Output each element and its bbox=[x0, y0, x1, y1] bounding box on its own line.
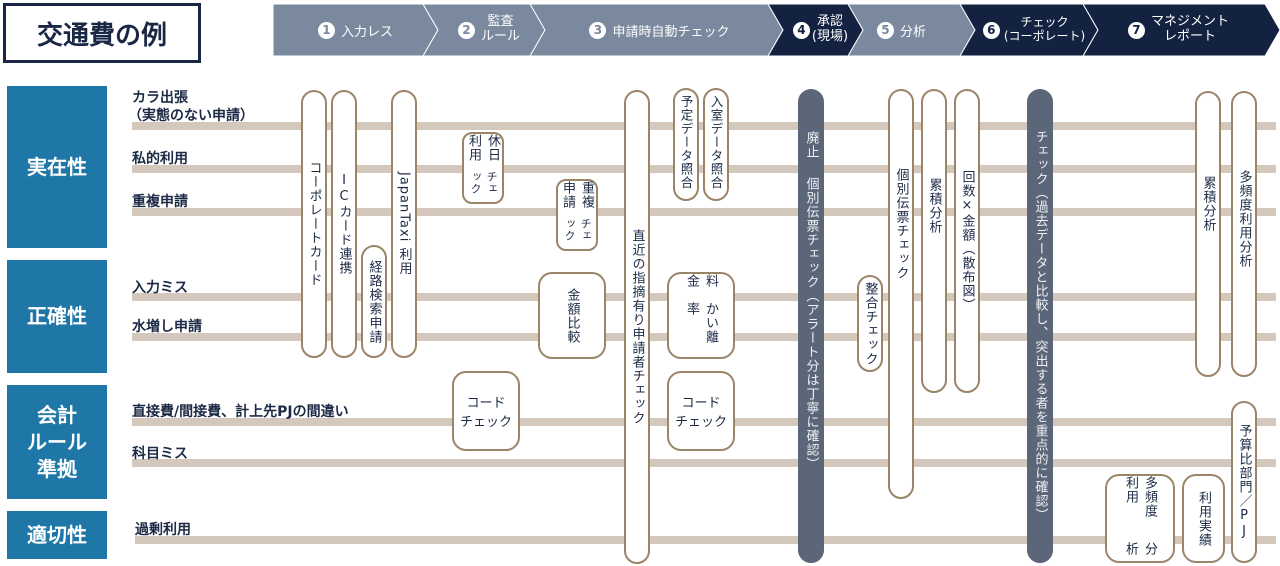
abolish-individual-check-control: 廃止 個別伝票チェック（アラート分は丁寧に確認） bbox=[798, 89, 824, 563]
control-text: かい離率 bbox=[684, 301, 718, 344]
entry-data-match-control: 入室データ照合 bbox=[703, 88, 729, 201]
consistency-check-control: 整合チェック bbox=[857, 275, 883, 372]
category-line: 会計 bbox=[37, 402, 77, 427]
recent-flagged-check-control: 直近の指摘有り申請者チェック bbox=[624, 90, 650, 564]
individual-slip-check-control: 個別伝票チェック bbox=[888, 89, 914, 499]
corporate-card-control: コーポレートカード bbox=[301, 90, 327, 358]
japantaxi-control: JapanTaxi 利用 bbox=[391, 90, 417, 358]
cumulative-analysis-control-1: 累積分析 bbox=[921, 89, 947, 393]
step-1: 1 入力レス bbox=[273, 4, 438, 56]
control-text: 分析 bbox=[1123, 542, 1157, 557]
step-number-icon: 5 bbox=[876, 21, 894, 39]
control-text: チェック bbox=[563, 217, 592, 242]
step-label-bottom: レポート bbox=[1163, 29, 1216, 44]
step-label-bottom: (コーポレート) bbox=[1003, 29, 1086, 43]
row-line bbox=[132, 459, 1276, 467]
control-text: チェック bbox=[469, 170, 498, 195]
duplicate-check-control: 重複申請 チェック bbox=[556, 179, 598, 251]
step-3: 3 申請時自動チェック bbox=[530, 4, 783, 56]
count-amount-scatter-control: 回数×金額（散布図） bbox=[954, 89, 980, 393]
step-4: 4 承認(現場) bbox=[768, 4, 863, 56]
category-line: 準拠 bbox=[37, 456, 77, 481]
category-accuracy: 正確性 bbox=[7, 260, 107, 373]
control-text: 廃止 bbox=[803, 131, 819, 159]
row-label-cost-allocation: 直接費/間接費、計上先PJの間違い bbox=[132, 404, 349, 420]
control-text: コード bbox=[681, 396, 721, 411]
frequent-use-analysis-control: 多頻度利用分析 bbox=[1231, 91, 1257, 377]
code-check-control-2: コード チェック bbox=[667, 371, 735, 451]
row-label-ghost-trip: カラ出張 （実態のない申請） bbox=[128, 90, 254, 125]
row-label-private-use: 私的利用 bbox=[132, 151, 188, 167]
holiday-use-check-control: 休日利用 チェック bbox=[462, 132, 504, 204]
control-text: 多頻度利用 bbox=[1123, 476, 1157, 518]
amount-compare-control: 金額比較 bbox=[538, 272, 606, 359]
row-line bbox=[135, 536, 1276, 544]
step-label-top: チェック bbox=[1020, 15, 1069, 30]
step-6: 6 チェック(コーポレート) bbox=[960, 4, 1098, 56]
frequent-use-analysis-control-2: 多頻度利用 分析 bbox=[1105, 474, 1175, 563]
budget-comparison-control: 予算比部門／PJ bbox=[1231, 401, 1257, 563]
step-number-icon: 4 bbox=[792, 21, 810, 39]
step-number-icon: 7 bbox=[1127, 21, 1145, 39]
cumulative-analysis-control-2: 累積分析 bbox=[1195, 91, 1221, 377]
row-label-inflated: 水増し申請 bbox=[132, 319, 202, 335]
step-label-bottom: ルール bbox=[480, 29, 520, 44]
route-search-control: 経路検索申請 bbox=[361, 245, 387, 358]
row-label-sub: （実態のない申請） bbox=[128, 107, 254, 124]
step-2: 2 監査ルール bbox=[423, 4, 545, 56]
fare-deviation-control: 料金 かい離率 bbox=[667, 272, 735, 359]
ic-card-control: ICカード連携 bbox=[331, 90, 357, 358]
category-accounting-rule: 会計 ルール 準拠 bbox=[7, 385, 107, 499]
step-label: 入力レス bbox=[340, 24, 393, 40]
step-number-icon: 2 bbox=[457, 21, 475, 39]
schedule-data-match-control: 予定データ照合 bbox=[673, 88, 699, 201]
page-title: 交通費の例 bbox=[3, 3, 201, 63]
code-check-control-1: コード チェック bbox=[452, 371, 520, 451]
row-line bbox=[132, 208, 1276, 216]
category-existence: 実在性 bbox=[7, 86, 107, 248]
step-label-top: 承認 bbox=[816, 14, 843, 30]
step-label: 申請時自動チェック bbox=[612, 24, 730, 40]
row-label-account-error: 科目ミス bbox=[132, 446, 188, 462]
control-text: 重複申請 bbox=[560, 181, 594, 209]
row-label-excessive-use: 過剰利用 bbox=[135, 522, 191, 538]
row-label-input-error: 入力ミス bbox=[132, 280, 188, 296]
step-number-icon: 3 bbox=[589, 21, 607, 39]
step-label: 分析 bbox=[899, 24, 926, 40]
category-line: ルール bbox=[27, 429, 87, 454]
step-7: 7 マネジメントレポート bbox=[1083, 4, 1280, 56]
row-label-main: カラ出張 bbox=[132, 90, 188, 106]
corporate-check-control: チェック（過去データと比較し、突出する者を重点的に確認） bbox=[1027, 89, 1053, 563]
control-text: チェック bbox=[674, 415, 727, 430]
control-text: 休日利用 bbox=[466, 134, 500, 162]
process-steps: 1 入力レス 2 監査ルール 3 申請時自動チェック 4 承認(現場) 5 分析 6 チェッ… bbox=[273, 4, 1280, 56]
control-text: チェック bbox=[459, 415, 512, 430]
step-label-bottom: (現場) bbox=[811, 29, 849, 44]
step-number-icon: 1 bbox=[317, 21, 335, 39]
usage-record-control: 利用実績 bbox=[1182, 474, 1225, 563]
step-label-top: マネジメント bbox=[1150, 14, 1229, 30]
control-text: 個別伝票チェック（アラート分は丁寧に確認） bbox=[803, 177, 819, 471]
row-label-duplicate: 重複申請 bbox=[132, 194, 188, 210]
control-text: 料金 bbox=[684, 274, 718, 288]
step-label-top: 監査 bbox=[487, 14, 514, 30]
category-appropriateness: 適切性 bbox=[7, 511, 107, 559]
control-text: コード bbox=[466, 396, 506, 411]
step-number-icon: 6 bbox=[982, 21, 1000, 39]
step-5: 5 分析 bbox=[848, 4, 975, 56]
